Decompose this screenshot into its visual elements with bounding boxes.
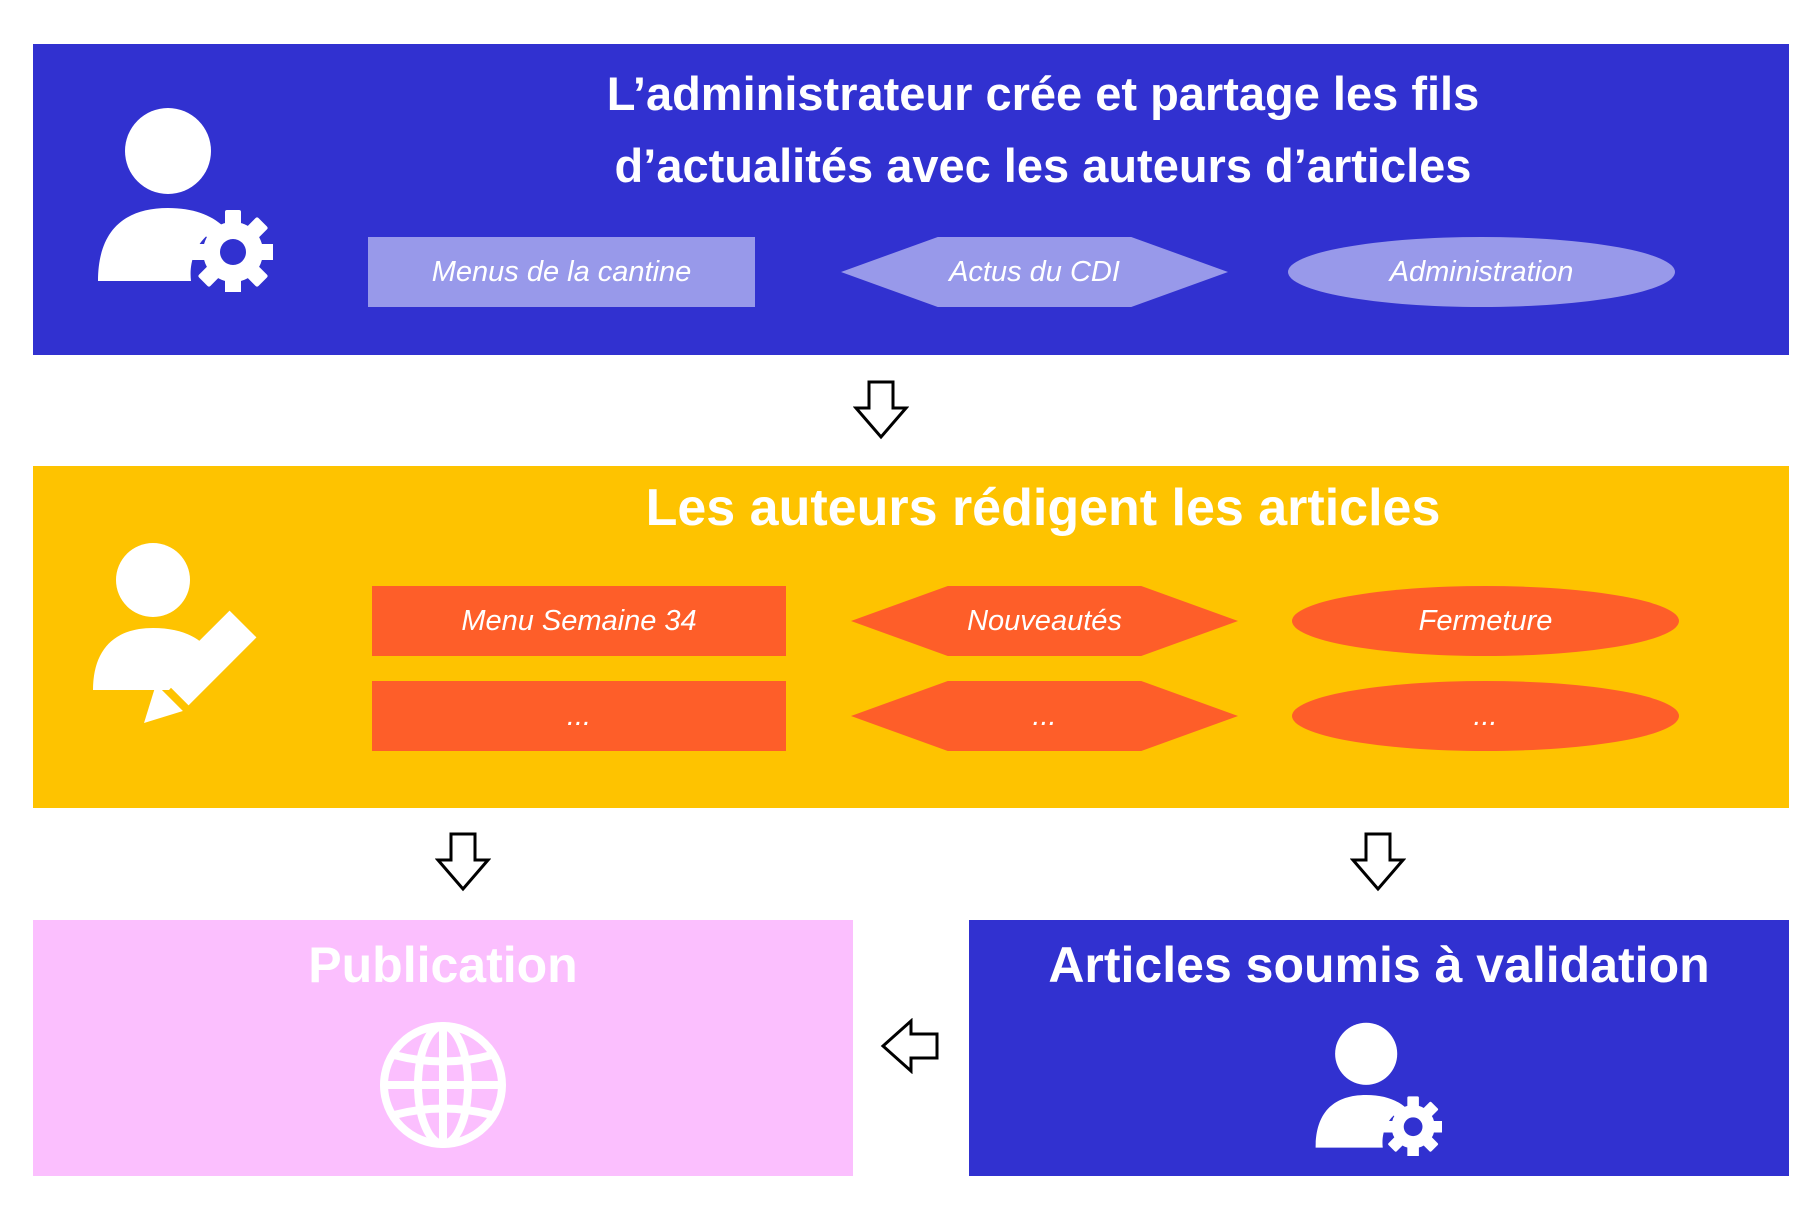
- admin-title-line1: L’administrateur crée et partage les fil…: [606, 67, 1480, 120]
- feed-actus-cdi: Actus du CDI: [841, 237, 1228, 307]
- arrow-left: [880, 1018, 939, 1074]
- validation-title: Articles soumis à validation: [1048, 937, 1710, 993]
- article-nouveautes: Nouveautés: [851, 586, 1238, 656]
- publication-title: Publication: [308, 937, 578, 993]
- admin-title: L’administrateur crée et partage les fil…: [433, 58, 1653, 202]
- feed-administration: Administration: [1288, 237, 1675, 307]
- admin-panel: L’administrateur crée et partage les fil…: [33, 44, 1789, 355]
- arrow-down-3: [1350, 832, 1406, 892]
- authors-title: Les auteurs rédigent les articles: [645, 479, 1441, 537]
- authors-panel: Les auteurs rédigent les articles Menu S…: [33, 466, 1789, 808]
- article-fermeture: Fermeture: [1292, 586, 1679, 656]
- article-placeholder-2: ...: [851, 681, 1238, 751]
- admin-title-line2: d’actualités avec les auteurs d’articles: [614, 139, 1472, 192]
- validation-panel: Articles soumis à validation: [969, 920, 1789, 1176]
- arrow-down-2: [435, 832, 491, 892]
- author-user-pencil-icon: [93, 543, 257, 723]
- admin-user-gear-icon: [98, 108, 273, 292]
- globe-icon: [380, 1022, 506, 1148]
- article-placeholder-3: ...: [1292, 681, 1679, 751]
- publication-panel: Publication: [33, 920, 853, 1176]
- article-placeholder-1: ...: [372, 681, 786, 751]
- article-menu-semaine-34: Menu Semaine 34: [372, 586, 786, 656]
- admin-user-gear-icon: [1315, 1022, 1442, 1156]
- arrow-down-1: [853, 380, 909, 440]
- feed-menus-cantine: Menus de la cantine: [368, 237, 755, 307]
